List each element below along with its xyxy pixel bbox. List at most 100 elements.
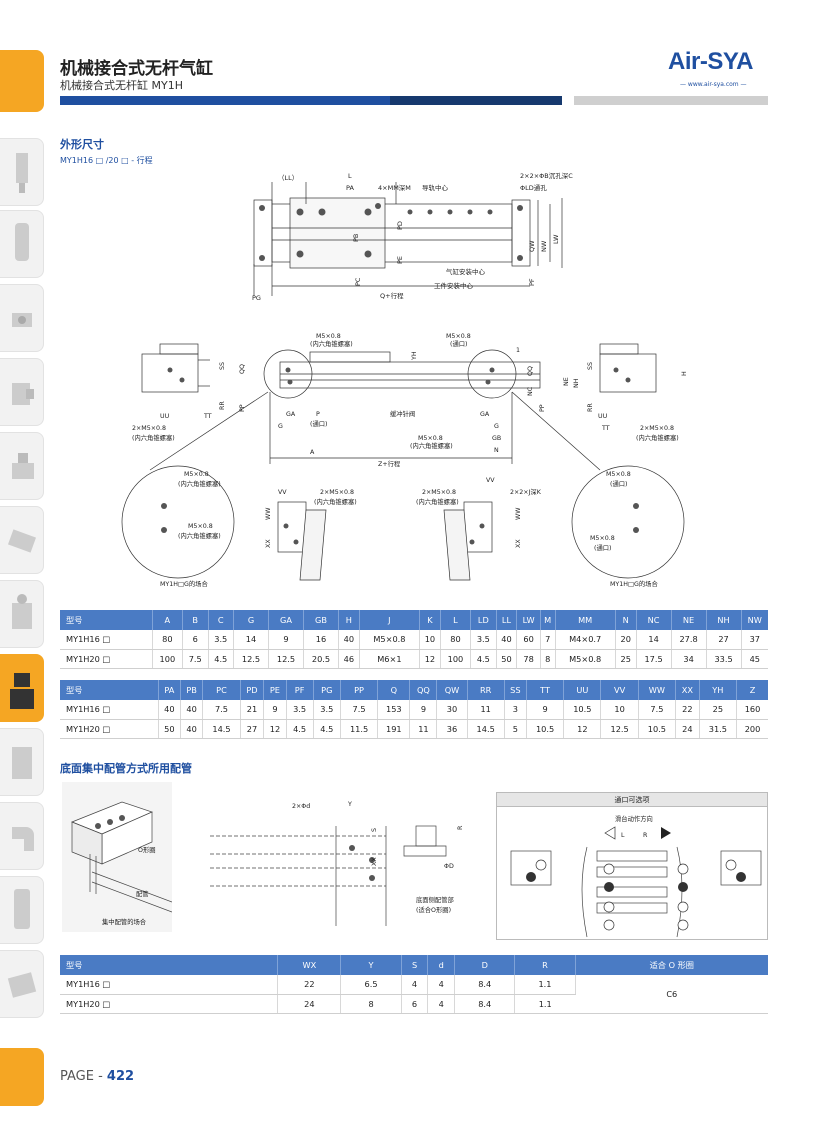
- lbl-GA: GA: [286, 411, 296, 418]
- side-tab-12[interactable]: [0, 950, 44, 1018]
- table-cell: 40: [496, 630, 518, 650]
- col-header-5: GA: [268, 610, 304, 630]
- col-header-2: PB: [180, 680, 204, 700]
- lbl-bottom-note1: 底面侧配管部: [416, 895, 454, 904]
- table-cell: 9: [409, 700, 438, 720]
- table-cell: 8.4: [454, 975, 516, 995]
- table-cell: 8: [340, 994, 402, 1014]
- side-tab-6[interactable]: [0, 506, 44, 574]
- col-header-19: NH: [706, 610, 742, 630]
- table-cell: 80: [440, 630, 472, 650]
- col-header-16: VV: [600, 680, 639, 700]
- lbl-plugx2-left: (内六角锥螺塞): [132, 433, 175, 442]
- table-cell: 12.5: [600, 719, 639, 739]
- lbl-MM: 4×MM深M: [378, 183, 411, 192]
- col-header-9: Q: [377, 680, 411, 700]
- section-dimensions-title: 外形尺寸: [60, 138, 104, 151]
- table-cell: 12.5: [268, 649, 304, 669]
- table-cell: 16: [303, 630, 339, 650]
- page-title: 机械接合式无杆气缸: [60, 59, 213, 79]
- lbl-R-arrow: R: [643, 832, 648, 839]
- table-cell: 9: [263, 700, 287, 720]
- col-header-5: D: [454, 955, 516, 975]
- port-option-box: 通口可选项 滑台动作方向 L R: [496, 792, 768, 940]
- col-header-6: GB: [303, 610, 339, 630]
- table-cell: 1.1: [514, 994, 576, 1014]
- section-dimensions-note: MY1H16 □ /20 □ - 行程: [60, 156, 153, 165]
- front-view-drawing: M5×0.8 (内六角锥螺塞) M5×0.8 (通口) 1 SS QQ YH Q…: [121, 333, 688, 588]
- lbl-det-m5c: M5×0.8: [606, 471, 631, 478]
- side-tab-4[interactable]: [0, 358, 44, 426]
- table-cell: 8.4: [454, 994, 516, 1014]
- side-tab-1[interactable]: [0, 138, 44, 206]
- col-header-20: NW: [741, 610, 768, 630]
- lbl-LL: （LL）: [278, 174, 298, 182]
- col-header-8: J: [359, 610, 421, 630]
- table-cell: 9: [526, 700, 565, 720]
- table-cell: 14: [636, 630, 672, 650]
- col-header-0: 型号: [60, 955, 279, 975]
- col-header-5: PE: [263, 680, 287, 700]
- table-cell: MY1H20 □: [60, 649, 153, 669]
- lbl-G: G: [278, 423, 283, 430]
- lbl-port-p: (通口): [310, 419, 328, 428]
- lbl-m5-2: M5×0.8: [446, 333, 471, 340]
- table-cell: 33.5: [706, 649, 742, 669]
- brand-logo: Air-SYA: [668, 48, 753, 75]
- table-cell: 12: [563, 719, 602, 739]
- col-header-0: 型号: [60, 610, 153, 630]
- lbl-A: A: [310, 449, 315, 456]
- side-tab-2[interactable]: [0, 210, 44, 278]
- table-cell: 10.5: [638, 719, 677, 739]
- lbl-XX2: XX: [515, 539, 522, 548]
- table-cell: 30: [436, 700, 468, 720]
- lbl-VV: VV: [278, 489, 287, 496]
- table-cell: 14: [233, 630, 269, 650]
- table-cell: 200: [736, 719, 768, 739]
- table-cell: 22: [277, 975, 342, 995]
- lbl-det-m5d: M5×0.8: [590, 535, 615, 542]
- col-header-4: G: [233, 610, 269, 630]
- lbl-LW: LW: [552, 234, 560, 244]
- lbl-m5x2-right: 2×M5×0.8: [640, 425, 674, 432]
- lbl-SS2: SS: [587, 362, 594, 370]
- table-cell: 31.5: [699, 719, 738, 739]
- lbl-PG: PG: [252, 294, 261, 302]
- table-cell: MY1H20 □: [60, 994, 279, 1014]
- table-cell: 24: [277, 994, 342, 1014]
- table-cell: 6: [401, 994, 429, 1014]
- lbl-PP: PP: [239, 404, 246, 412]
- col-header-2: Y: [340, 955, 402, 975]
- side-tab-11[interactable]: [0, 876, 44, 944]
- section-piping-title: 底面集中配管方式所用配管: [60, 762, 192, 775]
- table-cell: 27.8: [671, 630, 707, 650]
- central-piping-drawing: O形圈 配管 集中配管的场合: [62, 782, 172, 932]
- col-header-19: YH: [699, 680, 738, 700]
- side-tab-8-active[interactable]: [0, 654, 44, 722]
- col-header-15: MM: [555, 610, 616, 630]
- table-cell: 40: [180, 719, 204, 739]
- table-cell: M5×0.8: [555, 649, 616, 669]
- col-header-1: A: [152, 610, 183, 630]
- side-tab-7[interactable]: [0, 580, 44, 648]
- lbl-pipe: 配管: [136, 889, 149, 898]
- table-cell: 12: [419, 649, 441, 669]
- table-cell: 7: [540, 630, 556, 650]
- side-tab-5[interactable]: [0, 432, 44, 500]
- lbl-UU2: UU: [598, 413, 608, 420]
- side-tab-3[interactable]: [0, 284, 44, 352]
- side-tab-9[interactable]: [0, 728, 44, 796]
- table-cell: 4.5: [286, 719, 314, 739]
- page-prefix: PAGE -: [60, 1069, 107, 1084]
- table-cell: 3.5: [470, 630, 497, 650]
- side-tab-10[interactable]: [0, 802, 44, 870]
- lbl-S: S: [371, 828, 378, 832]
- table-cell: M4×0.7: [555, 630, 616, 650]
- col-header-4: d: [427, 955, 456, 975]
- lbl-det-plug-b: (内六角锥螺塞): [178, 531, 221, 540]
- lbl-RR: RR: [219, 401, 226, 410]
- table-cell: 160: [736, 700, 768, 720]
- lbl-slide-dir: 滑台动作方向: [615, 814, 653, 823]
